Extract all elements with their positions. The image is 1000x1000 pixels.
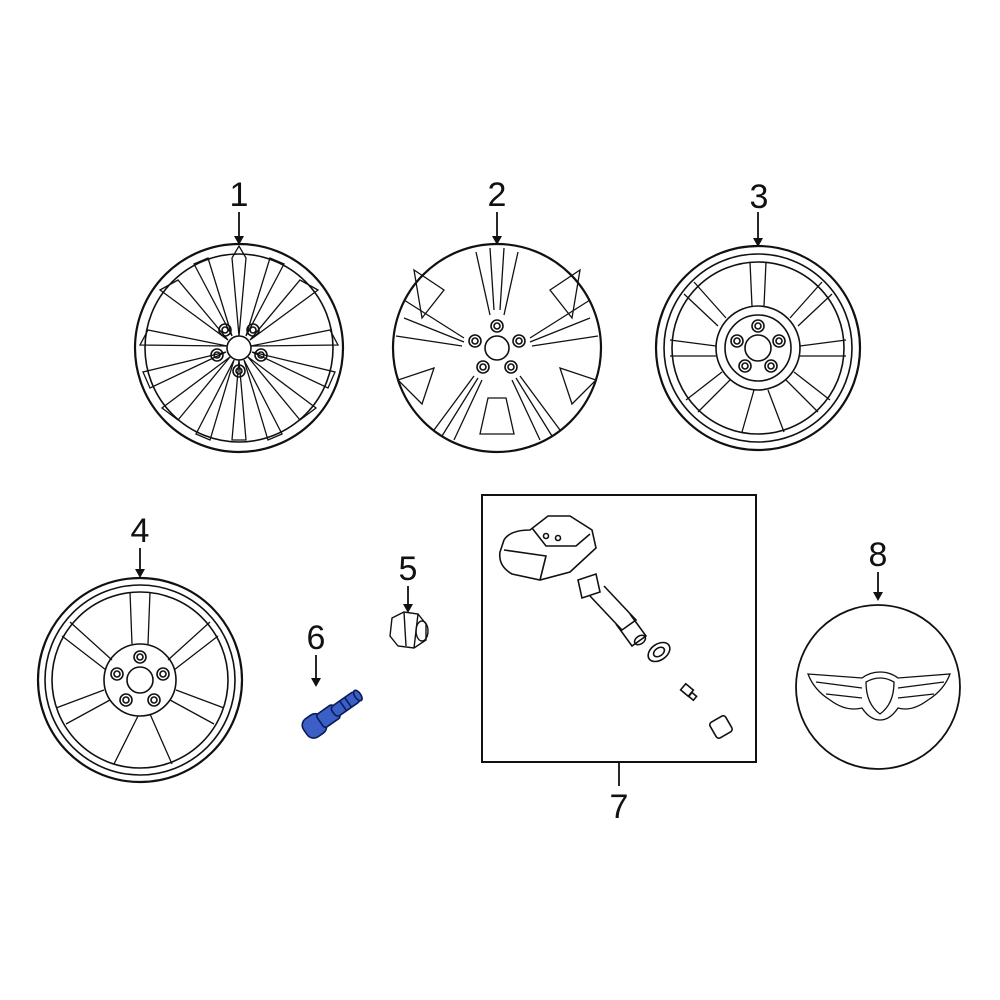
wheel-1-icon[interactable] [133, 212, 345, 454]
callout-7[interactable]: 7 [609, 788, 629, 826]
center-cap-icon[interactable] [795, 572, 961, 770]
tpms-kit-icon[interactable] [481, 494, 757, 786]
callout-6[interactable]: 6 [306, 619, 326, 657]
wheel-3-icon[interactable] [654, 212, 862, 452]
wheel-4-icon[interactable] [36, 548, 244, 784]
callout-5[interactable]: 5 [398, 550, 418, 588]
lug-nut-icon[interactable] [389, 586, 429, 649]
callout-4[interactable]: 4 [130, 512, 150, 550]
callout-2[interactable]: 2 [487, 176, 507, 214]
wheel-2-icon[interactable] [391, 212, 603, 454]
callout-1[interactable]: 1 [229, 176, 249, 214]
wheel-stud-icon[interactable] [299, 655, 367, 741]
callout-3[interactable]: 3 [749, 178, 769, 216]
callout-8[interactable]: 8 [868, 536, 888, 574]
